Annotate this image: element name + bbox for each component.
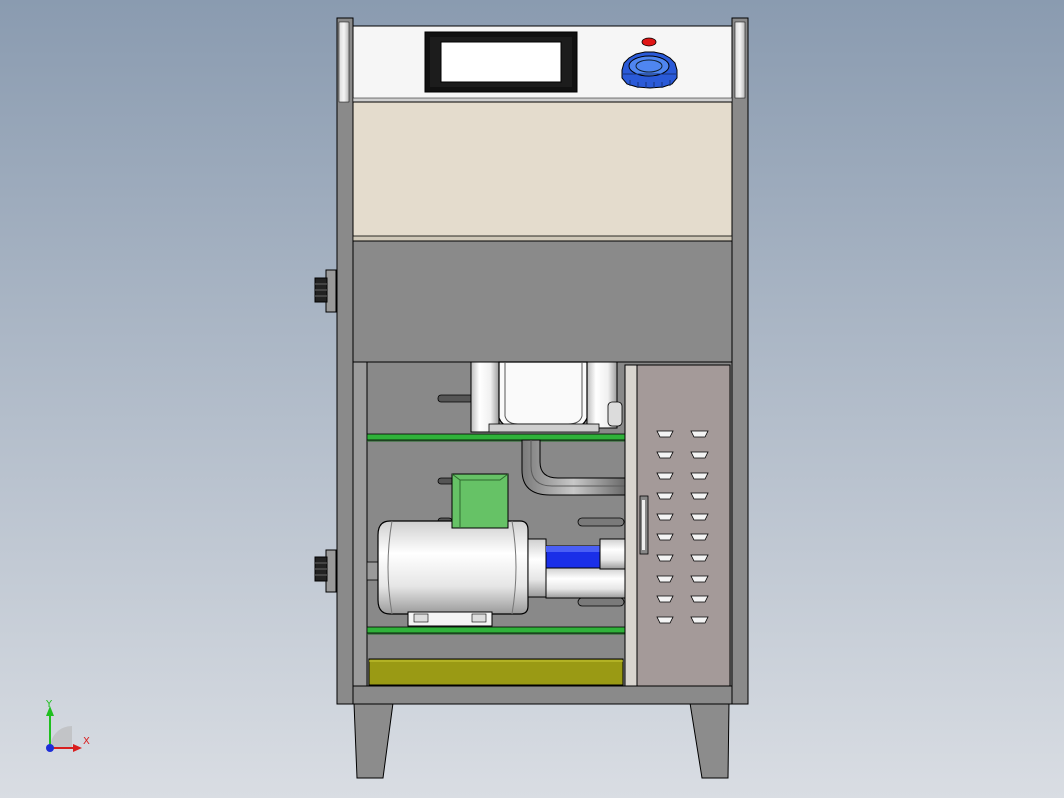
legs: [353, 702, 730, 779]
base-tray: [368, 658, 624, 686]
right-frame-post-highlight: [734, 21, 746, 99]
upper-shelf: [366, 433, 626, 441]
compartment-left-wall: [352, 361, 368, 687]
side-fittings: [314, 269, 337, 593]
bottom-frame-rail: [352, 685, 733, 705]
axis-y-label: Y: [46, 699, 53, 710]
display-screen: [424, 31, 578, 93]
terminal-box: [451, 473, 509, 529]
beige-panel: [352, 101, 733, 239]
cabinet-frame: [336, 17, 749, 705]
axis-x-label: X: [83, 736, 90, 747]
rotary-knob-icon[interactable]: [621, 51, 678, 89]
lower-fitting: [314, 549, 337, 593]
coordinate-triad-icon: [46, 706, 82, 752]
pump-unit: [437, 361, 623, 433]
control-panel: [352, 25, 733, 103]
right-frame-post: [731, 17, 749, 705]
vent-slots: [656, 430, 709, 624]
upper-fitting: [314, 269, 337, 313]
beige-panel-bottom-lip: [352, 235, 733, 242]
indicator-led-icon: [641, 37, 657, 47]
left-frame-post-highlight: [338, 21, 350, 103]
control-panel-bottom-strip: [352, 97, 733, 103]
left-frame-post: [336, 17, 354, 705]
gray-panel: [352, 240, 733, 363]
lower-shelf: [366, 626, 626, 634]
side-access-door: [624, 364, 731, 687]
